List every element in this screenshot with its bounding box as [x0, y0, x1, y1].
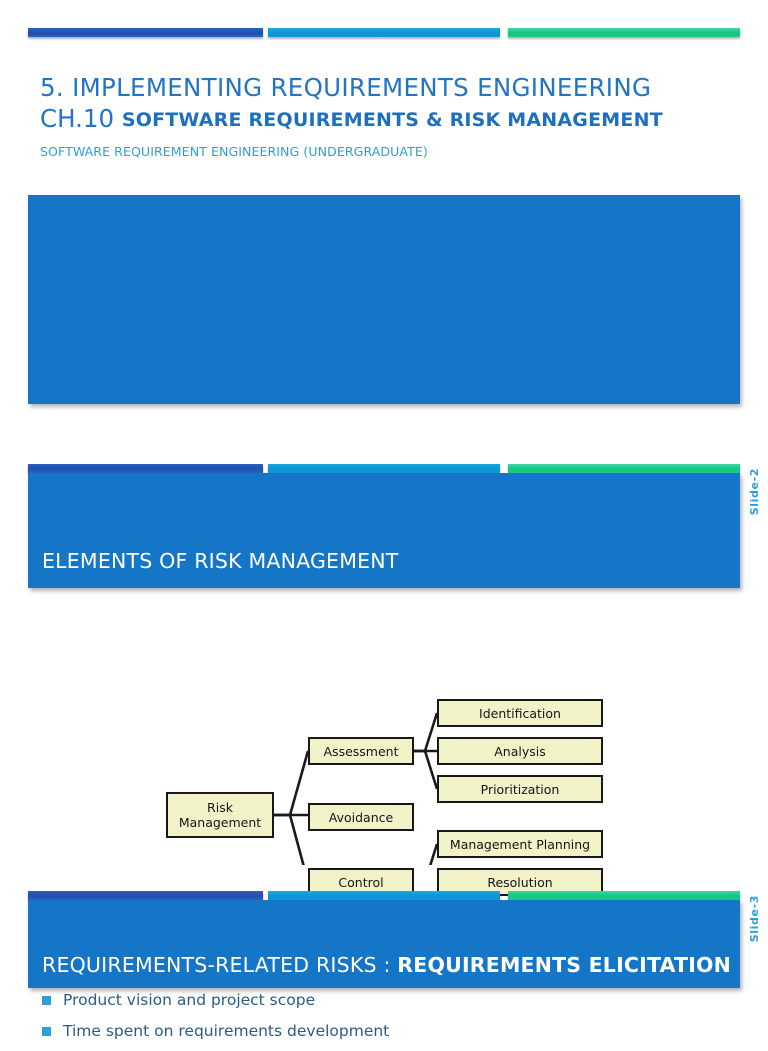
chapter-prefix: CH.10	[40, 104, 122, 133]
diagram-node-identification: Identification	[437, 699, 603, 727]
decor-bar-light-blue	[268, 891, 500, 900]
slide-1-title-block: 5. IMPLEMENTING REQUIREMENTS ENGINEERING…	[40, 72, 730, 159]
square-bullet-icon	[42, 996, 51, 1005]
slide-3-heading: REQUIREMENTS-RELATED RISKS : REQUIREMENT…	[28, 952, 731, 988]
list-item: Product vision and project scope	[42, 989, 732, 1020]
page-title: 5. IMPLEMENTING REQUIREMENTS ENGINEERING	[40, 73, 652, 102]
decor-bar-dark-blue	[28, 891, 263, 900]
diagram-node-assessment: Assessment	[308, 737, 414, 765]
square-bullet-icon	[42, 1027, 51, 1036]
page-subtitle-chapter: CH.10 SOFTWARE REQUIREMENTS & RISK MANAG…	[40, 103, 730, 136]
diagram-node-root: Risk Management	[166, 792, 274, 838]
diagram-node-avoidance: Avoidance	[308, 803, 414, 831]
decor-bar-dark-blue	[28, 464, 263, 473]
slide-3-header-band: REQUIREMENTS-RELATED RISKS : REQUIREMENT…	[28, 900, 740, 988]
slide-3-heading-prefix: REQUIREMENTS-RELATED RISKS :	[42, 953, 398, 977]
diagram-node-analysis: Analysis	[437, 737, 603, 765]
decor-bar-green	[508, 28, 740, 37]
chapter-title: SOFTWARE REQUIREMENTS & RISK MANAGEMENT	[121, 109, 663, 131]
slide-1-content-placeholder	[28, 195, 740, 404]
diagram-node-prioritization: Prioritization	[437, 775, 603, 803]
list-item-label: Time spent on requirements development	[63, 1022, 390, 1040]
course-subtitle: SOFTWARE REQUIREMENT ENGINEERING (UNDERG…	[40, 144, 428, 159]
slide-2-heading: ELEMENTS OF RISK MANAGEMENT	[42, 549, 399, 573]
list-item-label: Product vision and project scope	[63, 991, 316, 1009]
diagram-node-management-planning: Management Planning	[437, 830, 603, 858]
diagram-connectors	[272, 712, 439, 865]
slide-number-label: Slide-3	[748, 895, 761, 943]
decor-bar-green	[508, 464, 740, 473]
decor-bar-light-blue	[268, 28, 500, 37]
decor-bar-green	[508, 891, 740, 900]
slide-number-label: Slide-2	[748, 468, 761, 516]
slide-3-bullet-list: Product vision and project scope Time sp…	[42, 989, 732, 1051]
slide-3: REQUIREMENTS-RELATED RISKS : REQUIREMENT…	[0, 885, 768, 1040]
decor-bar-light-blue	[268, 464, 500, 473]
slide-2-header-band: ELEMENTS OF RISK MANAGEMENT	[28, 473, 740, 588]
slide-1: 5. IMPLEMENTING REQUIREMENTS ENGINEERING…	[0, 0, 768, 440]
slide-3-heading-bold: REQUIREMENTS ELICITATION	[397, 953, 732, 977]
risk-management-figure: Risk Management Assessment Avoidance Con…	[0, 565, 768, 962]
slide-2: ELEMENTS OF RISK MANAGEMENT Slide-2	[0, 440, 768, 962]
decor-bar-dark-blue	[28, 28, 263, 37]
list-item: Time spent on requirements development	[42, 1020, 732, 1051]
